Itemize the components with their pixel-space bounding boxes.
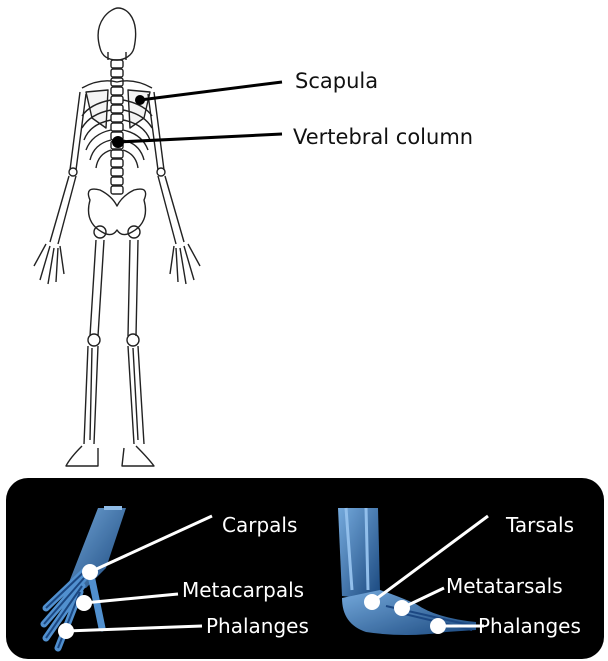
xray-panel: Carpals Metacarpals Phalanges Tarsals Me…: [6, 478, 604, 659]
scapula-label: Scapula: [295, 69, 378, 93]
metacarpals-marker: [76, 595, 92, 611]
foot-phalanges-label: Phalanges: [478, 614, 581, 638]
tarsals-label: Tarsals: [506, 513, 574, 537]
hand-phalanges-pointer: [66, 626, 202, 631]
foot-phalanges-marker: [430, 618, 446, 634]
carpals-marker: [82, 564, 98, 580]
metacarpals-label: Metacarpals: [182, 578, 304, 602]
skull: [98, 8, 135, 60]
tarsals-marker: [364, 594, 380, 610]
metatarsals-marker: [394, 600, 410, 616]
vertebral-column-pointer: [118, 134, 282, 142]
vertebral-column-label: Vertebral column: [293, 125, 473, 149]
pelvis: [88, 189, 145, 234]
scapula-pointer: [140, 82, 282, 100]
vertebral-column-marker: [112, 136, 124, 148]
foot-xray: [338, 508, 476, 635]
vertebral-column-shape: [111, 60, 123, 194]
metatarsals-label: Metatarsals: [446, 574, 563, 598]
scapula-marker: [135, 95, 145, 105]
carpals-label: Carpals: [222, 513, 297, 537]
hand-phalanges-marker: [58, 623, 74, 639]
hand-phalanges-label: Phalanges: [206, 614, 309, 638]
